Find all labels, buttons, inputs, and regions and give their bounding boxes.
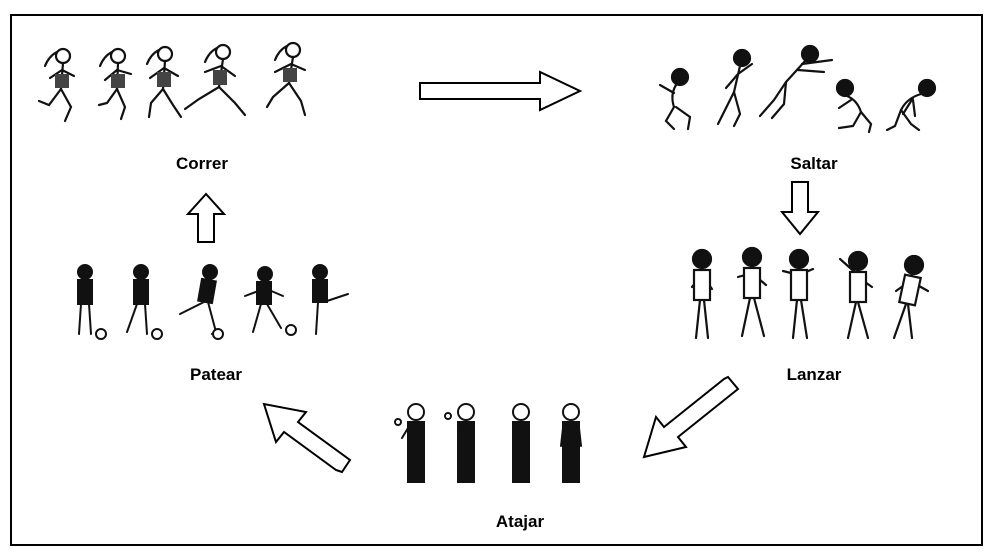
saltar-figures [658, 44, 937, 134]
arrow-correr-to-saltar [419, 70, 583, 112]
stage-label-patear: Patear [190, 365, 242, 384]
arrow-patear-to-correr [185, 192, 227, 243]
atajar-figures [394, 403, 582, 483]
arrow-lanzar-to-atajar [642, 375, 740, 459]
stage-label-lanzar: Lanzar [786, 365, 842, 384]
arrow-atajar-to-patear [262, 402, 352, 474]
lanzar-figures [690, 246, 930, 340]
arrow-saltar-to-lanzar [779, 181, 821, 236]
stage-label-atajar: Atajar [495, 512, 545, 531]
correr-figures [37, 41, 307, 123]
stage-label-saltar: Saltar [790, 154, 838, 173]
stage-label-correr: Correr [176, 154, 228, 173]
patear-figures [77, 264, 349, 340]
